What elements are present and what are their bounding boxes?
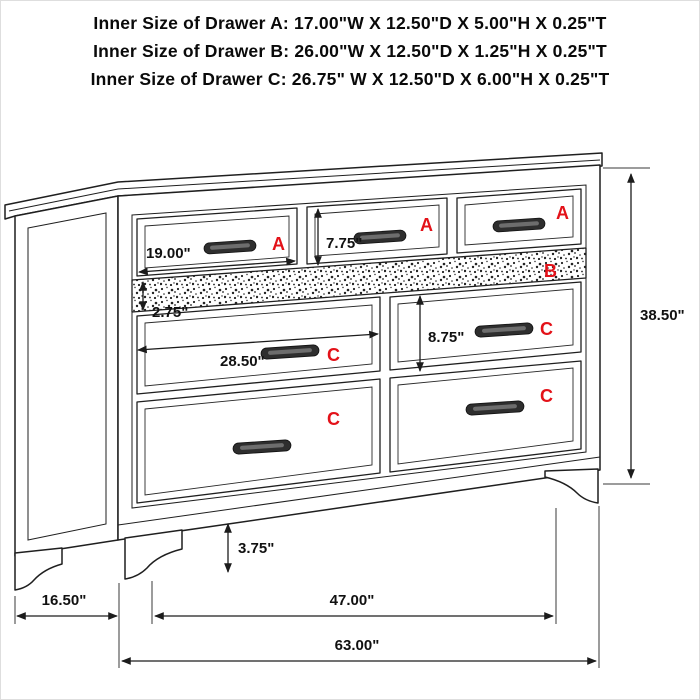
drawer-c-lower-right-front (389, 360, 582, 473)
dim-label-overall-height: 38.50" (640, 307, 685, 324)
drawer-a1-handle (203, 239, 257, 255)
dim-label-drawer-c-width: 28.50" (220, 353, 265, 370)
drawer-c-lower-right-handle (465, 400, 525, 416)
drawer-c-upper-right-handle (474, 322, 534, 338)
drawer-a-inner-size-line: Inner Size of Drawer A: 17.00"W X 12.50"… (93, 13, 607, 33)
drawer-a1-letter: A (272, 234, 285, 254)
front-opening-molding (131, 184, 587, 509)
base-molding-line (117, 456, 601, 526)
drawer-c-lower-left-handle (232, 439, 292, 455)
drawer-c-lower-right-letter: C (540, 386, 553, 406)
drawer-c-lower-right-bevel (397, 367, 574, 465)
dresser-side-panel (14, 195, 119, 557)
front-left-foot (124, 529, 183, 580)
dim-label-overall-width: 63.00" (335, 637, 380, 654)
dim-label-base-height: 3.75" (238, 540, 274, 557)
drawer-c-upper-right-bevel (397, 288, 574, 363)
drawer-fronts (131, 188, 587, 504)
dim-label-drawer-c-height: 8.75" (428, 329, 464, 346)
side-panel-inset-line (27, 212, 107, 541)
drawer-c-upper-left-bevel (144, 304, 373, 387)
inner-size-text-block: Inner Size of Drawer A: 17.00"W X 12.50"… (0, 9, 700, 93)
drawer-c-lower-left-bevel (144, 386, 373, 496)
drawer-c-inner-size-line: Inner Size of Drawer C: 26.75" W X 12.50… (90, 69, 610, 89)
drawer-a2-front (306, 197, 448, 265)
dim-label-drawer-b-height: 2.75" (152, 304, 188, 321)
drawer-a3-letter: A (556, 203, 569, 223)
dimension-annotations: 19.00" 7.75" 2.75" 28.50" 8.75" 38.50" 3… (14, 167, 685, 668)
dresser-top-molding-line (8, 159, 601, 212)
dim-label-drawer-a-width: 19.00" (146, 245, 191, 262)
drawer-c-lower-left-letter: C (327, 409, 340, 429)
drawer-a3-bevel (464, 195, 574, 246)
back-left-foot (14, 547, 63, 591)
drawer-a3-handle (492, 217, 546, 233)
jewelry-drawer-b-speckle-texture (132, 248, 586, 312)
drawer-letter-labels: A A A B C C C C (272, 203, 569, 429)
dim-arrow-drawer-c-width (137, 330, 379, 354)
dim-label-drawer-a-height: 7.75" (326, 235, 362, 252)
drawer-a2-handle (353, 229, 407, 245)
dim-arrow-drawer-a-width (138, 257, 296, 276)
drawer-c-upper-right-letter: C (540, 319, 553, 339)
drawer-a2-letter: A (420, 215, 433, 235)
front-right-foot (544, 468, 599, 504)
drawer-a1-bevel (144, 215, 290, 269)
drawer-c-upper-left-letter: C (327, 345, 340, 365)
dim-label-side-depth: 16.50" (42, 592, 87, 609)
dim-label-leg-spacing: 47.00" (330, 592, 375, 609)
drawer-b-inner-size-line: Inner Size of Drawer B: 26.00"W X 12.50"… (93, 41, 607, 61)
drawer-b-letter: B (544, 261, 557, 281)
